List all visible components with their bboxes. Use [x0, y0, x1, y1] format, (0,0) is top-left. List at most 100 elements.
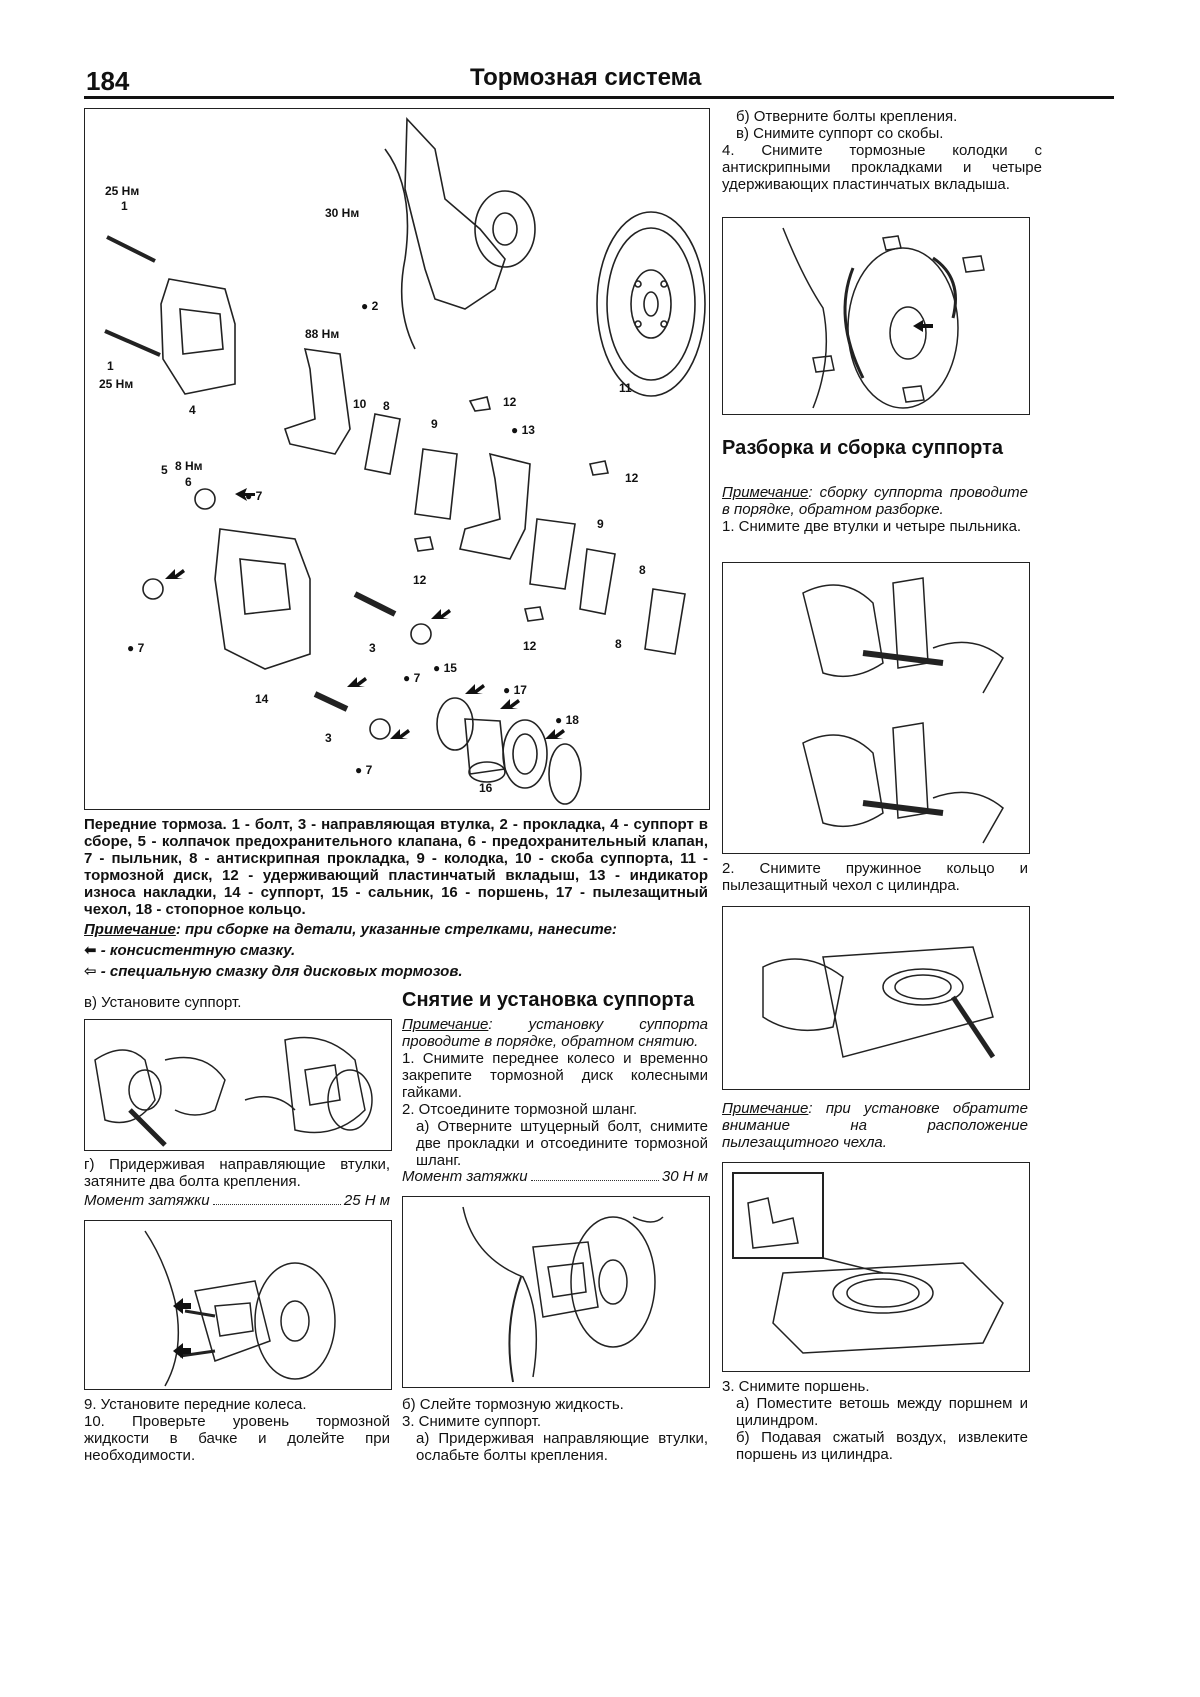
label-9a: 9 [431, 417, 438, 431]
mid-note-label: Примечание [402, 1016, 489, 1033]
right-step-3: 3. Снимите поршень. [722, 1378, 870, 1395]
caption-note-label: Примечание [84, 921, 176, 938]
label-14: 14 [255, 692, 269, 706]
label-7a: ● 7 [245, 489, 263, 503]
mid-note-text: : установку суппорта проводите в порядке… [402, 1016, 708, 1050]
dust-boot-17 [502, 719, 548, 789]
right-note: Примечание: сборку суппорта проводите в … [722, 484, 1028, 518]
left-step-10: 10. Проверьте уровень тормозной жидкости… [84, 1413, 390, 1464]
left-step-9: 9. Установите передние колеса. [84, 1396, 307, 1413]
mid-step-2: 2. Отсоедините тормозной шланг. [402, 1101, 638, 1118]
figure-remove-boot [722, 906, 1030, 1090]
brake-exploded-drawing [104, 117, 706, 805]
right-step-4: 4. Снимите тормозные колодки с антискрип… [722, 142, 1042, 193]
anti-squeal-shim [364, 413, 401, 475]
mid-torque: Момент затяжки 30 Н м [402, 1168, 708, 1185]
right-note-2-text: : при установке обратите внимание на рас… [722, 1100, 1028, 1151]
guide-bushing-3 [353, 591, 397, 617]
figure-remove-bushings [722, 562, 1030, 854]
label-13: ● 13 [511, 423, 535, 437]
label-5: 5 [161, 463, 168, 477]
left-step-v: в) Установите суппорт. [84, 994, 242, 1011]
label-3a: 3 [369, 641, 376, 655]
left-torque-label: Момент затяжки [84, 1192, 210, 1209]
figure-install-caliper [84, 1019, 392, 1151]
label-torque-25a: 25 Нм [105, 184, 140, 198]
right-note-text: : сборку суппорта проводите в порядке, о… [722, 484, 1028, 518]
caliper-assembly [160, 278, 236, 395]
label-8b: 8 [639, 563, 646, 577]
legend-disc-grease: ⇦ - специальную смазку для дисковых торм… [84, 963, 708, 980]
header-rule [84, 96, 1114, 99]
legend-disc-grease-text: - специальную смазку для дисковых тормоз… [100, 963, 463, 980]
label-9b: 9 [597, 517, 604, 531]
label-2: ● 2 [361, 299, 379, 313]
brake-hose [384, 148, 416, 350]
brake-disc-hub [630, 269, 672, 339]
label-1b: 1 [107, 359, 114, 373]
mid-torque-label: Момент затяжки [402, 1168, 528, 1185]
mid-note: Примечание: установку суппорта проводите… [402, 1016, 708, 1050]
label-torque-25b: 25 Нм [99, 377, 134, 391]
mid-step-1: 1. Снимите переднее колесо и временно за… [402, 1050, 708, 1101]
caliper-bracket-10 [283, 348, 351, 455]
brake-disc-outer [596, 211, 706, 397]
mid-heading: Снятие и установка суппорта [402, 989, 695, 1011]
main-exploded-figure: 25 Нм 1 30 Нм ● 2 88 Нм 1 25 Нм 4 10 8 1… [84, 108, 710, 810]
label-1a: 1 [121, 199, 128, 213]
label-8a: 8 [383, 399, 390, 413]
caption-note-text: : при сборке на детали, указанные стрелк… [175, 921, 617, 938]
left-torque-value: 25 Н м [343, 1192, 390, 1209]
left-step-g: г) Придерживая направляющие втулки, затя… [84, 1156, 390, 1190]
label-8c: 8 [615, 637, 622, 651]
mid-step-3: 3. Снимите суппорт. [402, 1413, 542, 1430]
piston-seal-15 [436, 697, 474, 751]
dust-boot-7a [194, 488, 216, 510]
bolt-1-top [106, 235, 156, 263]
label-12b: 12 [625, 471, 639, 485]
legend-grease: ⬅ - консистентную смазку. [84, 942, 708, 959]
right-heading: Разборка и сборка суппорта [722, 437, 1004, 459]
label-torque-8: 8 Нм [175, 459, 203, 473]
mid-step-3a: а) Придерживая направляющие втулки, осла… [416, 1430, 708, 1464]
figure-caption: Передние тормоза. 1 - болт, 3 - направля… [84, 816, 708, 980]
right-step-1: 1. Снимите две втулки и четыре пыльника. [722, 518, 1022, 535]
mid-torque-value: 30 Н м [661, 1168, 708, 1185]
label-11: 11 [619, 381, 632, 395]
figure-drain-fluid [402, 1196, 710, 1388]
piston-16 [464, 718, 506, 775]
left-torque: Момент затяжки 25 Н м [84, 1192, 390, 1209]
steering-knuckle [404, 117, 506, 310]
mid-step-b: б) Слейте тормозную жидкость. [402, 1396, 624, 1413]
label-12c: 12 [413, 573, 427, 587]
label-12d: 12 [523, 639, 537, 653]
label-3b: 3 [325, 731, 332, 745]
label-torque-88: 88 Нм [305, 327, 340, 341]
right-step-3a: а) Поместите ветошь между поршнем и цили… [736, 1395, 1028, 1429]
mid-step-2a: а) Отверните штуцерный болт, снимите две… [416, 1118, 708, 1169]
brake-pad [414, 448, 458, 520]
label-7b: ● 7 [127, 641, 145, 655]
label-6: 6 [185, 475, 192, 489]
caption-note: Примечание: при сборке на детали, указан… [84, 921, 708, 938]
right-note-2: Примечание: при установке обратите внима… [722, 1100, 1028, 1151]
grease-arrows [165, 488, 565, 739]
right-step-3b: б) Подавая сжатый воздух, извлеките порш… [736, 1429, 1028, 1463]
label-17: ● 17 [503, 683, 527, 697]
caliper-bracket-second [459, 452, 531, 560]
caliper-14 [214, 528, 311, 670]
label-18: ● 18 [555, 713, 579, 727]
snap-ring-18 [548, 743, 582, 805]
label-torque-30: 30 Нм [325, 206, 360, 220]
caption-text: Передние тормоза. 1 - болт, 3 - направля… [84, 816, 708, 918]
right-step-v: в) Снимите суппорт со скобы. [736, 125, 944, 142]
label-12a: 12 [503, 395, 517, 409]
label-7c: ● 7 [403, 671, 421, 685]
right-note-2-label: Примечание [722, 1100, 809, 1117]
hollow-arrow-icon: ⇦ [84, 963, 101, 980]
figure-boot-position [722, 1162, 1030, 1372]
page-title: Тормозная система [470, 64, 702, 91]
bolt-1-bottom [104, 329, 161, 357]
page-number: 184 [86, 66, 130, 96]
figure-remove-pads [722, 217, 1030, 415]
